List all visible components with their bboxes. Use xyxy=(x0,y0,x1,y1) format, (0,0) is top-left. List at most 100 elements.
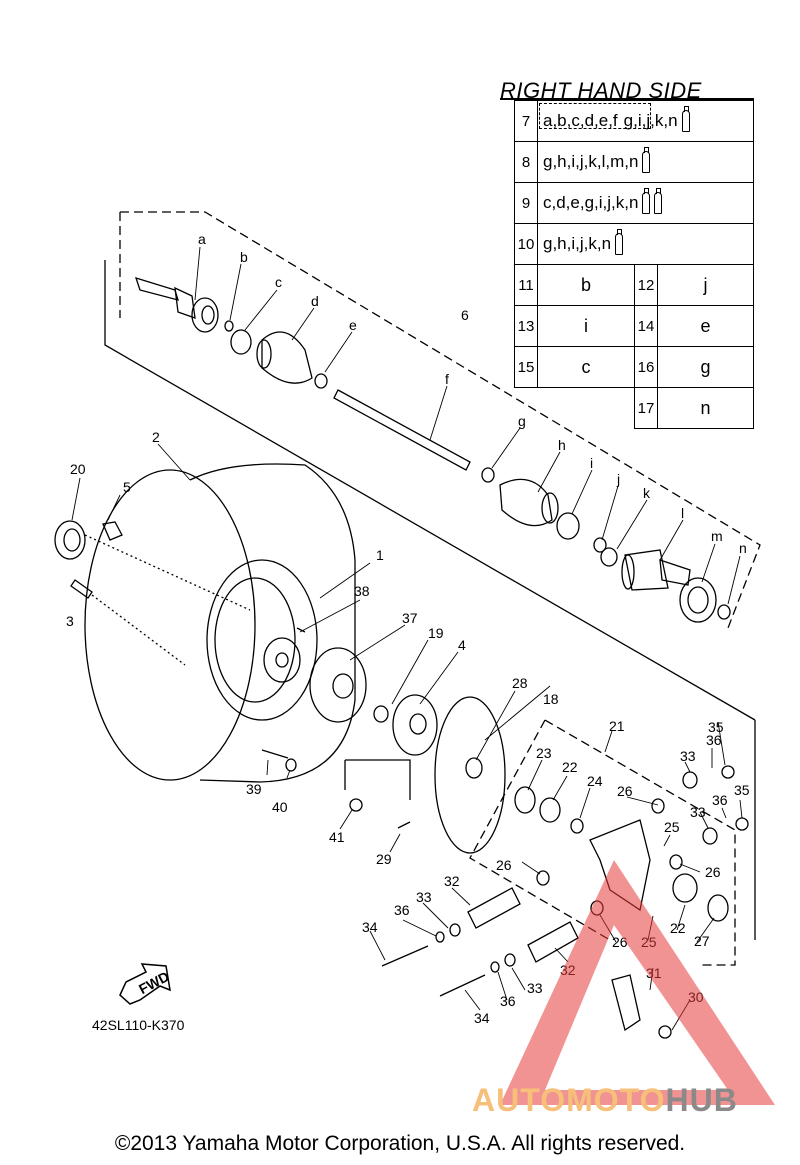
callout-j: j xyxy=(616,471,620,487)
callout-i: i xyxy=(590,455,593,471)
circlip-b xyxy=(224,320,234,332)
callout-k: k xyxy=(643,485,651,501)
table-row-17-part: n xyxy=(657,387,754,429)
callout-33c: 33 xyxy=(416,889,432,905)
callout-f: f xyxy=(445,371,449,387)
table-row-15-num: 15 xyxy=(514,346,538,388)
table-row-7-parts: a,b,c,d,e,f g,i,j,k,n xyxy=(537,100,754,142)
callout-26b: 26 xyxy=(705,864,721,880)
callout-b: b xyxy=(240,249,248,265)
callout-28: 28 xyxy=(512,675,528,691)
callout-6: 6 xyxy=(461,307,469,323)
diagram-code: 42SL110-K370 xyxy=(92,1017,185,1033)
alignment-dotted xyxy=(84,534,251,666)
callout-24: 24 xyxy=(587,773,603,789)
table-row-10-part1: g,h,i,j,k,n xyxy=(543,234,612,253)
boot-band-e xyxy=(314,373,328,389)
shaft-assembly-frame xyxy=(120,211,761,629)
hub-assembly-4 xyxy=(392,694,438,756)
callout-36a: 36 xyxy=(706,732,722,748)
callout-26a: 26 xyxy=(617,783,633,799)
callout-37: 37 xyxy=(402,610,418,626)
callout-27: 27 xyxy=(694,933,710,949)
callout-19: 19 xyxy=(428,625,444,641)
callout-a: a xyxy=(198,231,206,247)
ring-k xyxy=(600,547,618,567)
table-row-7-num: 7 xyxy=(514,100,538,142)
callout-34a: 34 xyxy=(362,919,378,935)
callout-40: 40 xyxy=(272,799,288,815)
watermark-text-part1: AUTOMOTO xyxy=(472,1082,666,1118)
callout-35a: 35 xyxy=(708,719,724,735)
table-row-11-part: b xyxy=(537,264,635,306)
table-row-12-num: 12 xyxy=(634,264,658,306)
table-row-7-part2: g,i,j,k,n xyxy=(623,111,678,130)
table-row-8-num: 8 xyxy=(514,141,538,183)
table-row-13-part: i xyxy=(537,305,635,347)
callout-41: 41 xyxy=(329,829,345,845)
table-row-11-num: 11 xyxy=(514,264,538,306)
bracket-41 xyxy=(344,759,411,800)
drive-shaft-f xyxy=(333,389,471,471)
grease-tube-icon xyxy=(654,188,663,214)
inner-cv-joint-l xyxy=(621,549,691,591)
callout-2: 2 xyxy=(152,429,160,445)
bolt-34a xyxy=(381,945,429,967)
callout-g: g xyxy=(518,413,526,429)
table-title-underline xyxy=(500,98,754,100)
fwd-arrow-icon: FWD xyxy=(119,963,172,1005)
tire xyxy=(84,463,356,783)
nut-30 xyxy=(658,1025,672,1039)
table-row-16-part: g xyxy=(657,346,754,388)
callout-21: 21 xyxy=(609,718,625,734)
washer-36c xyxy=(435,931,445,943)
callout-h: h xyxy=(558,437,566,453)
callout-d: d xyxy=(311,293,319,309)
callout-33d: 33 xyxy=(527,980,543,996)
table-row-17-num: 17 xyxy=(634,387,658,429)
callout-20: 20 xyxy=(70,461,86,477)
brake-disc xyxy=(434,696,506,854)
callout-m: m xyxy=(711,528,723,544)
bushing-26c xyxy=(536,870,550,886)
callout-22a: 22 xyxy=(562,759,578,775)
knuckle-frame xyxy=(544,719,736,966)
callout-4: 4 xyxy=(458,637,466,653)
washer-33d xyxy=(504,953,516,967)
washer-36d xyxy=(490,961,500,973)
callout-33a: 33 xyxy=(680,748,696,764)
callout-32a: 32 xyxy=(444,873,460,889)
table-row-13-num: 13 xyxy=(514,305,538,347)
bushing-32a xyxy=(467,887,521,929)
table-row-14-part: e xyxy=(657,305,754,347)
bracket-31 xyxy=(611,974,641,1032)
callout-1: 1 xyxy=(376,547,384,563)
callout-23: 23 xyxy=(536,745,552,761)
circlip-j xyxy=(593,537,607,553)
nut-41 xyxy=(349,798,363,812)
callout-c: c xyxy=(275,274,282,290)
hub-cap xyxy=(54,520,86,560)
seal-27 xyxy=(707,894,729,922)
boot-d xyxy=(256,331,313,384)
leader-line xyxy=(104,260,756,721)
callout-35b: 35 xyxy=(734,782,750,798)
rim xyxy=(206,559,318,721)
washer-40 xyxy=(285,758,297,772)
callout-36c: 36 xyxy=(394,902,410,918)
watermark-triangle xyxy=(500,860,775,1105)
bushing-26a xyxy=(651,798,665,814)
nut-35b xyxy=(735,817,749,831)
bolt-29 xyxy=(397,821,411,829)
table-row-9-num: 9 xyxy=(514,182,538,224)
callout-38: 38 xyxy=(354,583,370,599)
nut-5 xyxy=(102,521,123,541)
hub-37 xyxy=(309,647,367,723)
grease-tube-icon xyxy=(681,106,690,132)
oil-seal-23 xyxy=(514,786,536,814)
table-row-15-part: c xyxy=(537,346,635,388)
bearing-22b xyxy=(672,873,698,903)
callout-22b: 22 xyxy=(670,920,686,936)
callout-3: 3 xyxy=(66,613,74,629)
